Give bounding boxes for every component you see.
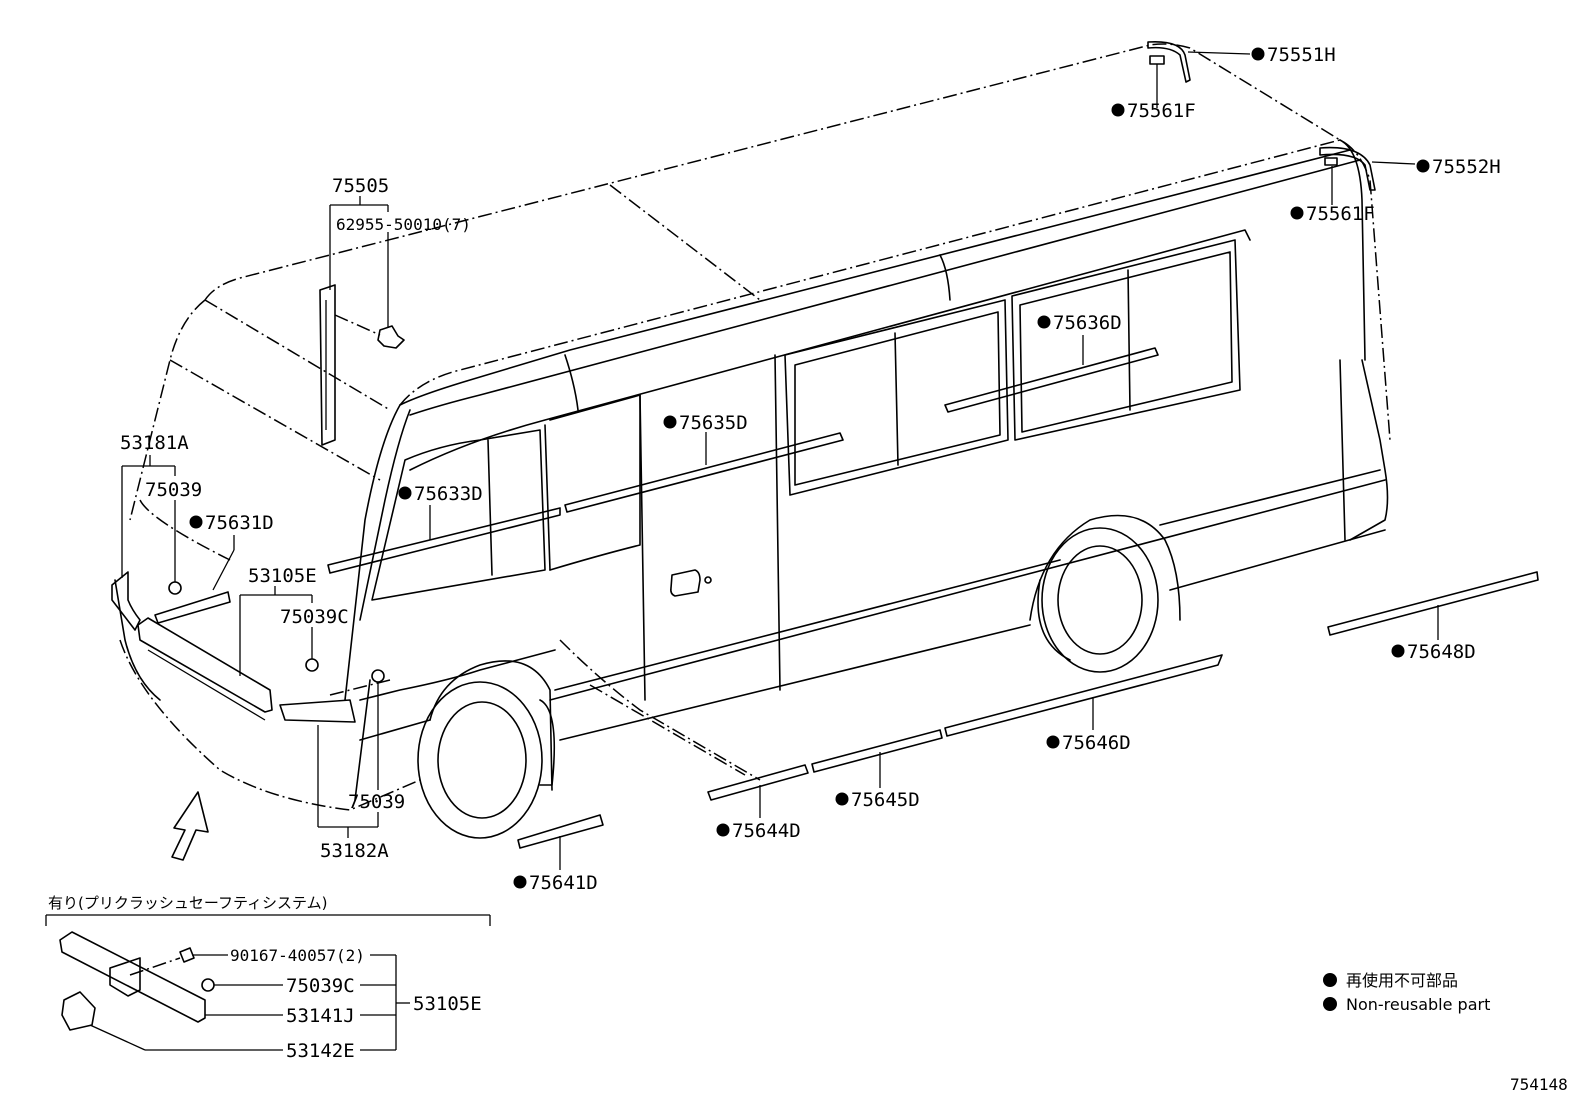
- callout-75551H: 75551H: [1267, 44, 1336, 66]
- inset-callout-53105E: 53105E: [413, 993, 482, 1015]
- non-reusable-dot-icon: [1046, 735, 1060, 749]
- non-reusable-dot-icon: [189, 515, 203, 529]
- callout-75561F-right: 75561F: [1306, 203, 1375, 225]
- callout-labels: 75551H 75561F 75552H 75561F 75505 62955-…: [120, 44, 1501, 894]
- callout-75646D: 75646D: [1062, 732, 1131, 754]
- legend-jp: 再使用不可部品: [1346, 971, 1458, 990]
- non-reusable-dot-icon: [513, 875, 527, 889]
- non-reusable-dot-icon: [398, 486, 412, 500]
- callout-75641D: 75641D: [529, 872, 598, 894]
- inset-callout-53141J: 53141J: [286, 1005, 355, 1027]
- non-reusable-dot-icon: [1416, 159, 1430, 173]
- non-reusable-dot-icon: [1323, 997, 1337, 1011]
- non-reusable-dot-icon: [663, 415, 677, 429]
- callout-75636D: 75636D: [1053, 312, 1122, 334]
- non-reusable-dot-icon: [1323, 973, 1337, 987]
- non-reusable-dot-icon: [1251, 47, 1265, 61]
- callout-75039-bottom: 75039: [348, 791, 405, 813]
- van-body: [114, 139, 1389, 839]
- inset-title: 有り(プリクラッシュセーフティシステム): [48, 894, 327, 912]
- leader-lines: [121, 51, 1439, 870]
- callout-75552H: 75552H: [1432, 156, 1501, 178]
- non-reusable-dot-icon: [1391, 644, 1405, 658]
- non-reusable-dot-icon: [1037, 315, 1051, 329]
- front-arrow-icon: [171, 791, 209, 861]
- non-reusable-dot-icon: [1290, 206, 1304, 220]
- callout-75633D: 75633D: [414, 483, 483, 505]
- callout-75039-left: 75039: [145, 479, 202, 501]
- callout-75505: 75505: [332, 175, 389, 197]
- callout-53181A: 53181A: [120, 432, 189, 454]
- callout-75039C: 75039C: [280, 606, 349, 628]
- van-outline: [119, 43, 1391, 811]
- callout-75561F-top: 75561F: [1127, 100, 1196, 122]
- callout-62955-50010: 62955-50010(7): [336, 215, 471, 234]
- callout-75648D: 75648D: [1407, 641, 1476, 663]
- non-reusable-dot-icon: [716, 823, 730, 837]
- inset-callout-75039C: 75039C: [286, 975, 355, 997]
- parts: [111, 40, 1539, 849]
- callout-75644D: 75644D: [732, 820, 801, 842]
- legend: 再使用不可部品 Non-reusable part: [1323, 971, 1490, 1014]
- callout-75631D: 75631D: [205, 512, 274, 534]
- callout-75635D: 75635D: [679, 412, 748, 434]
- inset-pre-crash-safety: 有り(プリクラッシュセーフティシステム) 90167-40057(2) 7503…: [45, 894, 491, 1062]
- non-reusable-dot-icon: [835, 792, 849, 806]
- callout-75645D: 75645D: [851, 789, 920, 811]
- callout-53105E: 53105E: [248, 565, 317, 587]
- callout-53182A: 53182A: [320, 840, 389, 862]
- figure-number: 754148: [1510, 1075, 1568, 1094]
- non-reusable-dot-icon: [1111, 103, 1125, 117]
- legend-en: Non-reusable part: [1346, 995, 1490, 1014]
- inset-callout-90167-40057: 90167-40057(2): [230, 946, 365, 965]
- inset-callout-53142E: 53142E: [286, 1040, 355, 1062]
